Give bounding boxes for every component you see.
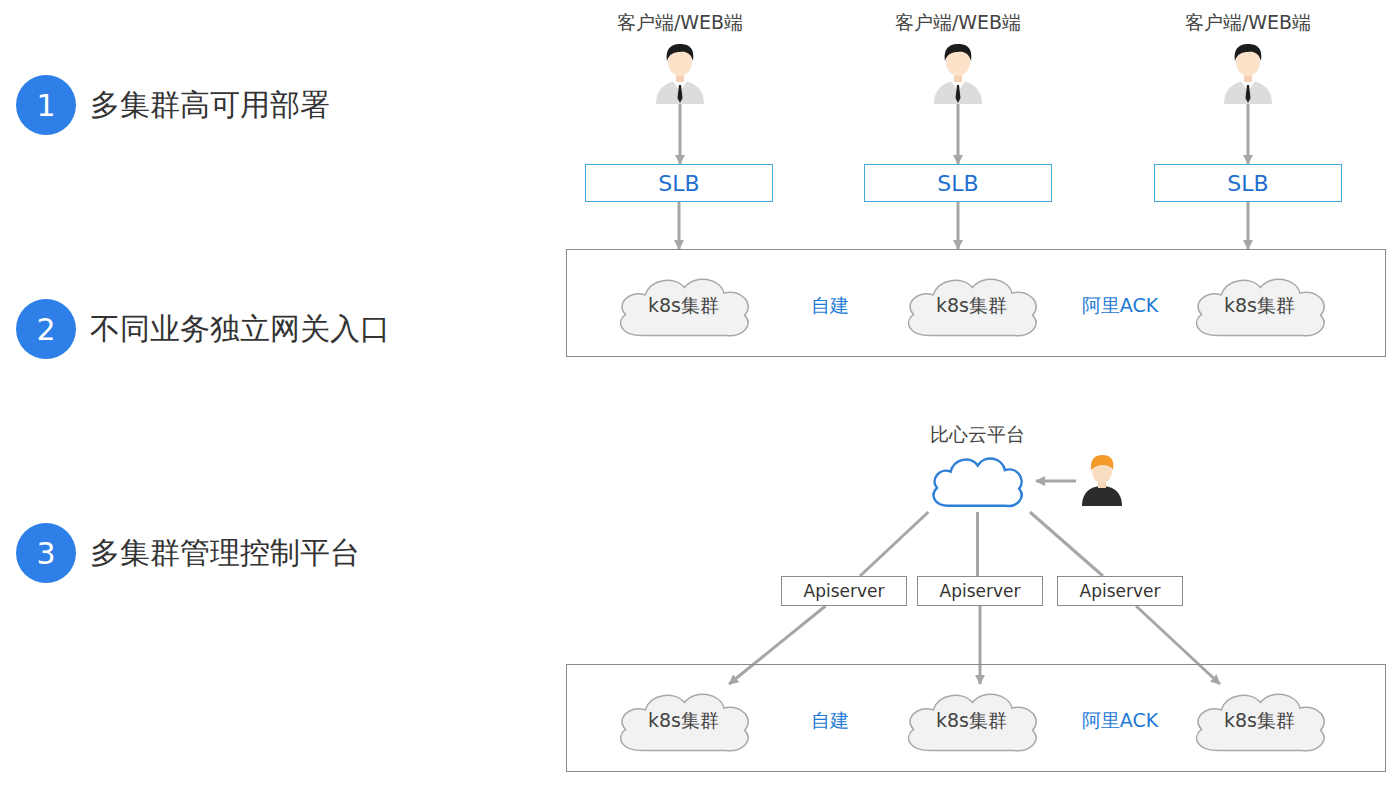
node-text: 比心云平台 [915, 422, 1040, 448]
cluster-group: 自建 阿里ACK k8s集群 k8s集群 k8s集群 [566, 249, 1386, 357]
section-heading: 多集群管理控制平台 [90, 533, 360, 574]
apiserver-box: Apiserver [1057, 576, 1183, 606]
cluster-type-label: 阿里ACK [1082, 708, 1158, 734]
user-body [934, 81, 982, 104]
user-icon [1222, 42, 1274, 104]
connector [979, 606, 982, 684]
cloud-shape [927, 450, 1027, 512]
slb-box: SLB [1154, 164, 1342, 202]
node-text: k8s集群 [648, 293, 719, 319]
k8s-cloud: k8s集群 [1187, 684, 1332, 758]
cloud-outline [621, 279, 749, 336]
k8s-cloud: k8s集群 [611, 684, 756, 758]
user-hair [945, 44, 972, 61]
node-text: k8s集群 [936, 293, 1007, 319]
cluster-type-label: 阿里ACK [1082, 293, 1158, 319]
cloud-outline [909, 279, 1037, 336]
client-node: 客户端/WEB端 [883, 8, 1033, 104]
node-text: SLB [1227, 171, 1268, 196]
step-badge: 3 [16, 523, 76, 583]
cloud-outline [1197, 694, 1325, 751]
step-number: 1 [36, 88, 55, 123]
connector [1136, 606, 1220, 684]
connector [860, 512, 928, 576]
node-text: Apiserver [804, 581, 885, 601]
cloud-outline [909, 694, 1037, 751]
user-body [656, 81, 704, 104]
k8s-cloud: k8s集群 [611, 269, 756, 343]
node-text: SLB [658, 171, 699, 196]
node-text: Apiserver [1080, 581, 1161, 601]
apiserver-box: Apiserver [781, 576, 907, 606]
node-text: k8s集群 [1224, 293, 1295, 319]
user-icon [932, 42, 984, 104]
operator-body [1082, 486, 1122, 506]
user-hair [1235, 44, 1262, 61]
k8s-cloud: k8s集群 [1187, 269, 1332, 343]
connector [729, 606, 825, 684]
operator-arrow [1036, 480, 1076, 483]
node-text: k8s集群 [648, 708, 719, 734]
connector [957, 104, 960, 164]
cloud-outline [621, 694, 749, 751]
step-badge: 1 [16, 75, 76, 135]
platform-cloud: 比心云平台 [915, 420, 1040, 512]
node-text: k8s集群 [936, 708, 1007, 734]
k8s-cloud: k8s集群 [899, 269, 1044, 343]
client-node: 客户端/WEB端 [1173, 8, 1323, 104]
connector [1030, 512, 1103, 576]
k8s-cloud: k8s集群 [899, 684, 1044, 758]
section-heading: 多集群高可用部署 [90, 85, 330, 126]
user-body [1224, 81, 1272, 104]
connector [679, 104, 682, 164]
user-tie [678, 85, 683, 103]
node-text: Apiserver [940, 581, 1021, 601]
node-text: SLB [937, 171, 978, 196]
node-text: k8s集群 [1224, 708, 1295, 734]
user-icon [654, 42, 706, 104]
connector [957, 202, 960, 249]
apiserver-box: Apiserver [917, 576, 1043, 606]
connector [1247, 202, 1250, 249]
operator-icon [1082, 455, 1122, 506]
step-number: 2 [36, 312, 55, 347]
connector [1247, 104, 1250, 164]
node-text: 客户端/WEB端 [1173, 10, 1323, 36]
step-number: 3 [36, 536, 55, 571]
connector [976, 512, 979, 576]
slb-box: SLB [864, 164, 1052, 202]
node-text: 客户端/WEB端 [605, 10, 755, 36]
platform-cloud-holder [927, 450, 1027, 512]
node-text: 客户端/WEB端 [883, 10, 1033, 36]
connector [678, 202, 681, 249]
user-tie [1246, 85, 1251, 103]
client-node: 客户端/WEB端 [605, 8, 755, 104]
section-heading: 不同业务独立网关入口 [90, 309, 390, 350]
slb-box: SLB [585, 164, 773, 202]
cluster-type-label: 自建 [811, 708, 849, 734]
user-tie [956, 85, 961, 103]
operator-hair [1091, 455, 1114, 470]
cluster-type-label: 自建 [811, 293, 849, 319]
cloud-outline [1197, 279, 1325, 336]
cluster-group: 自建 阿里ACK k8s集群 k8s集群 k8s集群 [566, 664, 1386, 772]
user-hair [667, 44, 694, 61]
cloud-outline [934, 459, 1022, 506]
step-badge: 2 [16, 299, 76, 359]
